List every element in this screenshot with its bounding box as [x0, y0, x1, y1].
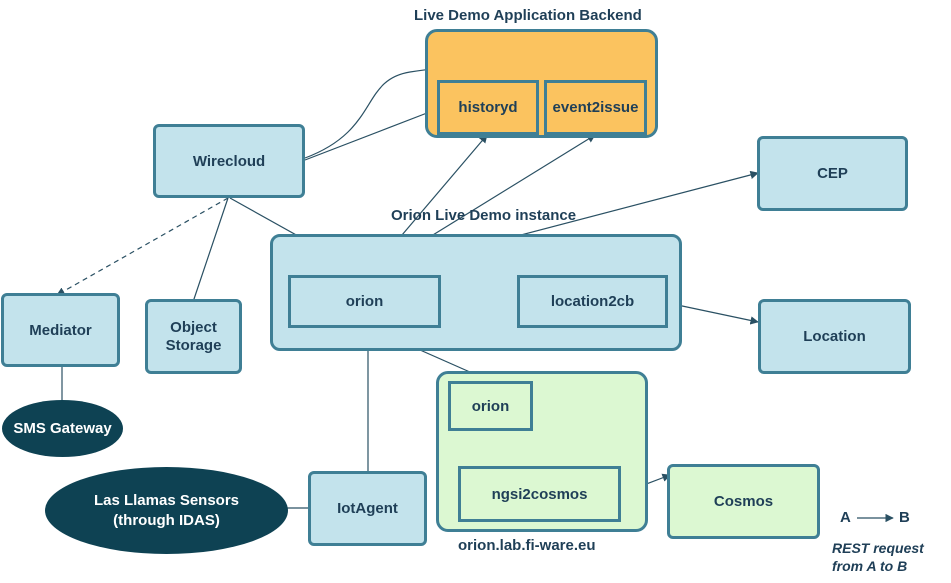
historyd-label: historyd: [458, 99, 518, 116]
location-label: Location: [803, 328, 866, 345]
iotagent-label: IotAgent: [337, 500, 398, 517]
cep-node: CEP: [757, 136, 908, 211]
orion-main-node: orion: [288, 275, 441, 328]
iotagent-node: IotAgent: [308, 471, 427, 546]
orion-instance-group-title: Orion Live Demo instance: [391, 207, 577, 224]
location2cb-node: location2cb: [517, 275, 668, 328]
sensors-label-line1: Las Llamas Sensors: [93, 491, 240, 509]
legend-a: A: [840, 509, 851, 526]
object-storage-label-line2: Storage: [165, 336, 222, 354]
wirecloud-label: Wirecloud: [192, 152, 266, 170]
ngsi2cosmos-label: ngsi2cosmos: [491, 485, 588, 503]
legend-b: B: [899, 509, 910, 526]
orion-main-label: orion: [345, 293, 384, 310]
location-node: Location: [758, 299, 911, 374]
ngsi2cosmos-node: ngsi2cosmos: [458, 466, 621, 522]
mediator-node: Mediator: [1, 293, 120, 367]
sensors-node: Las Llamas Sensors (through IDAS): [45, 467, 288, 554]
cosmos-node: Cosmos: [667, 464, 820, 539]
lab-group-title: orion.lab.fi-ware.eu: [458, 537, 596, 554]
edge-location2cb-location: [667, 302, 759, 325]
legend-note-line1: REST request: [832, 540, 924, 556]
cep-label: CEP: [817, 165, 848, 182]
backend-group-title: Live Demo Application Backend: [414, 7, 642, 24]
edge-wirecloud-historyd: [304, 107, 441, 161]
sms-gateway-node: SMS Gateway: [2, 400, 123, 457]
event2issue-node: event2issue: [544, 80, 647, 135]
event2issue-label: event2issue: [552, 99, 639, 116]
legend-note: REST request from A to B: [832, 539, 924, 575]
orion-lab-label: orion: [471, 397, 510, 415]
sensors-label-line2: (through IDAS): [113, 511, 220, 529]
legend-note-line2: from A to B: [832, 558, 908, 574]
wirecloud-node: Wirecloud: [153, 124, 305, 198]
location2cb-label: location2cb: [550, 293, 635, 310]
cosmos-label: Cosmos: [713, 493, 774, 510]
object-storage-node: Object Storage: [145, 299, 242, 374]
sms-gateway-label: SMS Gateway: [13, 420, 112, 437]
edge-wirecloud-mediator: [56, 197, 229, 296]
object-storage-label-line1: Object: [170, 318, 217, 336]
edge-objectstorage-wirecloud: [192, 197, 229, 303]
orion-lab-node: orion: [448, 381, 533, 431]
mediator-label: Mediator: [29, 321, 92, 339]
historyd-node: historyd: [437, 80, 539, 135]
